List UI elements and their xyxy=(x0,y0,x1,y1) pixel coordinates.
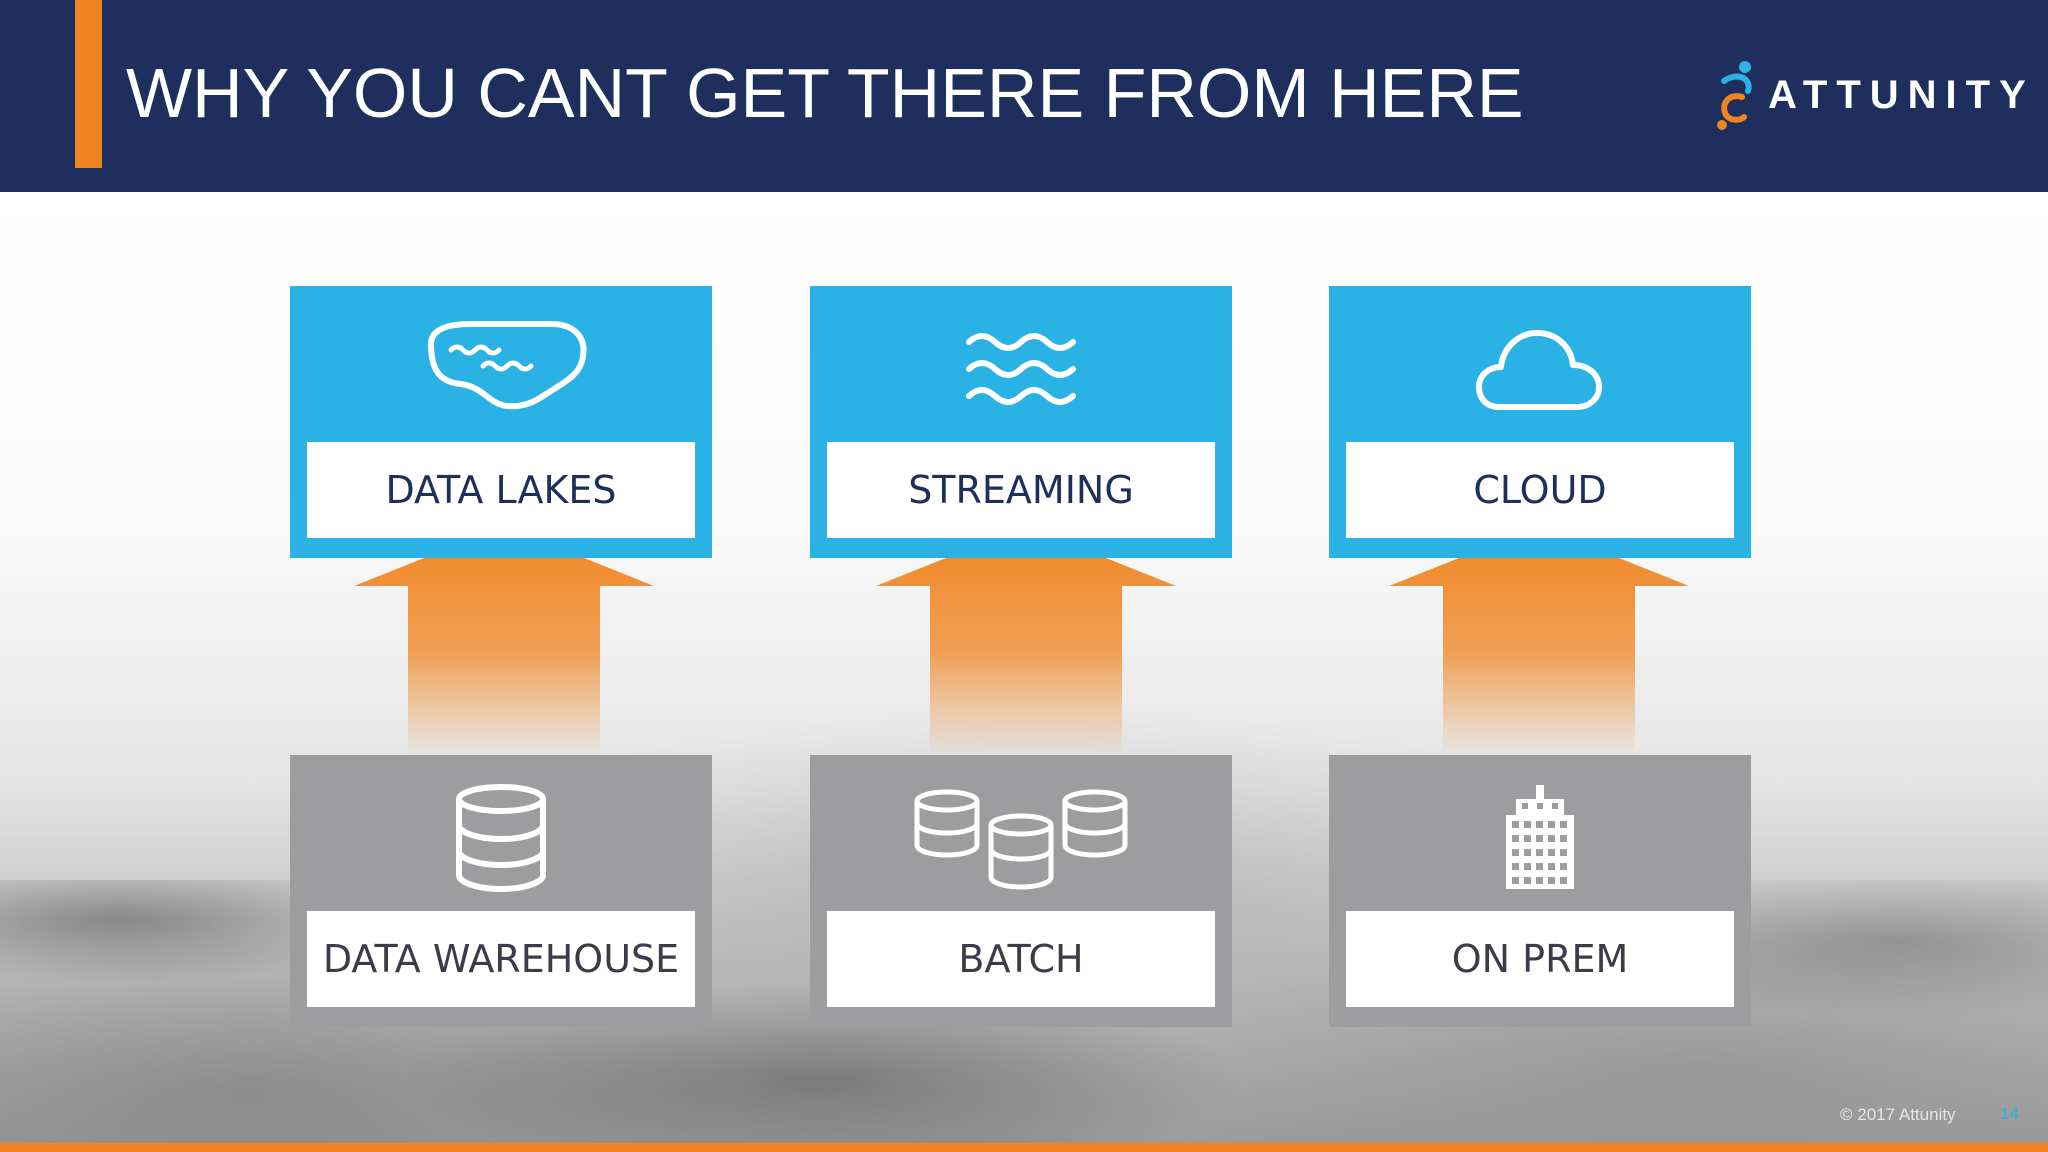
source-card-data-warehouse: DATA WAREHOUSE xyxy=(290,755,712,1027)
source-label: ON PREM xyxy=(1451,937,1629,981)
cloud-icon xyxy=(1476,330,1602,410)
target-card-streaming: STREAMING xyxy=(810,286,1232,558)
target-label: STREAMING xyxy=(908,468,1134,512)
up-arrow-1 xyxy=(354,526,654,756)
footer-accent-line xyxy=(0,1143,2048,1152)
source-label-box: DATA WAREHOUSE xyxy=(307,911,695,1007)
building-icon xyxy=(1506,785,1574,889)
title-accent-bar xyxy=(75,0,102,168)
waves-icon xyxy=(966,333,1076,405)
source-card-batch: BATCH xyxy=(810,755,1232,1027)
lake-icon xyxy=(428,321,587,410)
target-label: DATA LAKES xyxy=(385,468,617,512)
slide-title: WHY YOU CANT GET THERE FROM HERE xyxy=(126,54,1524,132)
source-label-box: BATCH xyxy=(827,911,1215,1007)
copyright-text: © 2017 Attunity xyxy=(1840,1105,1956,1124)
source-card-on-prem: ON PREM xyxy=(1329,755,1751,1027)
target-label-box: DATA LAKES xyxy=(307,442,695,538)
database-icon xyxy=(456,784,546,893)
databases-icon xyxy=(914,789,1128,890)
attunity-logo-icon xyxy=(1717,61,1752,130)
target-label-box: CLOUD xyxy=(1346,442,1734,538)
target-label-box: STREAMING xyxy=(827,442,1215,538)
page-number: 14 xyxy=(2000,1104,2019,1123)
source-label-box: ON PREM xyxy=(1346,911,1734,1007)
target-card-cloud: CLOUD xyxy=(1329,286,1751,558)
header-bar: WHY YOU CANT GET THERE FROM HERE ATTUNIT… xyxy=(0,0,2048,192)
target-label: CLOUD xyxy=(1473,468,1607,512)
source-label: BATCH xyxy=(958,937,1084,981)
source-label: DATA WAREHOUSE xyxy=(322,937,680,981)
attunity-logo: ATTUNITY xyxy=(1712,58,2035,132)
target-card-data-lakes: DATA LAKES xyxy=(290,286,712,558)
up-arrow-2 xyxy=(876,526,1176,756)
logo-text: ATTUNITY xyxy=(1768,73,2035,117)
up-arrow-3 xyxy=(1389,526,1689,756)
